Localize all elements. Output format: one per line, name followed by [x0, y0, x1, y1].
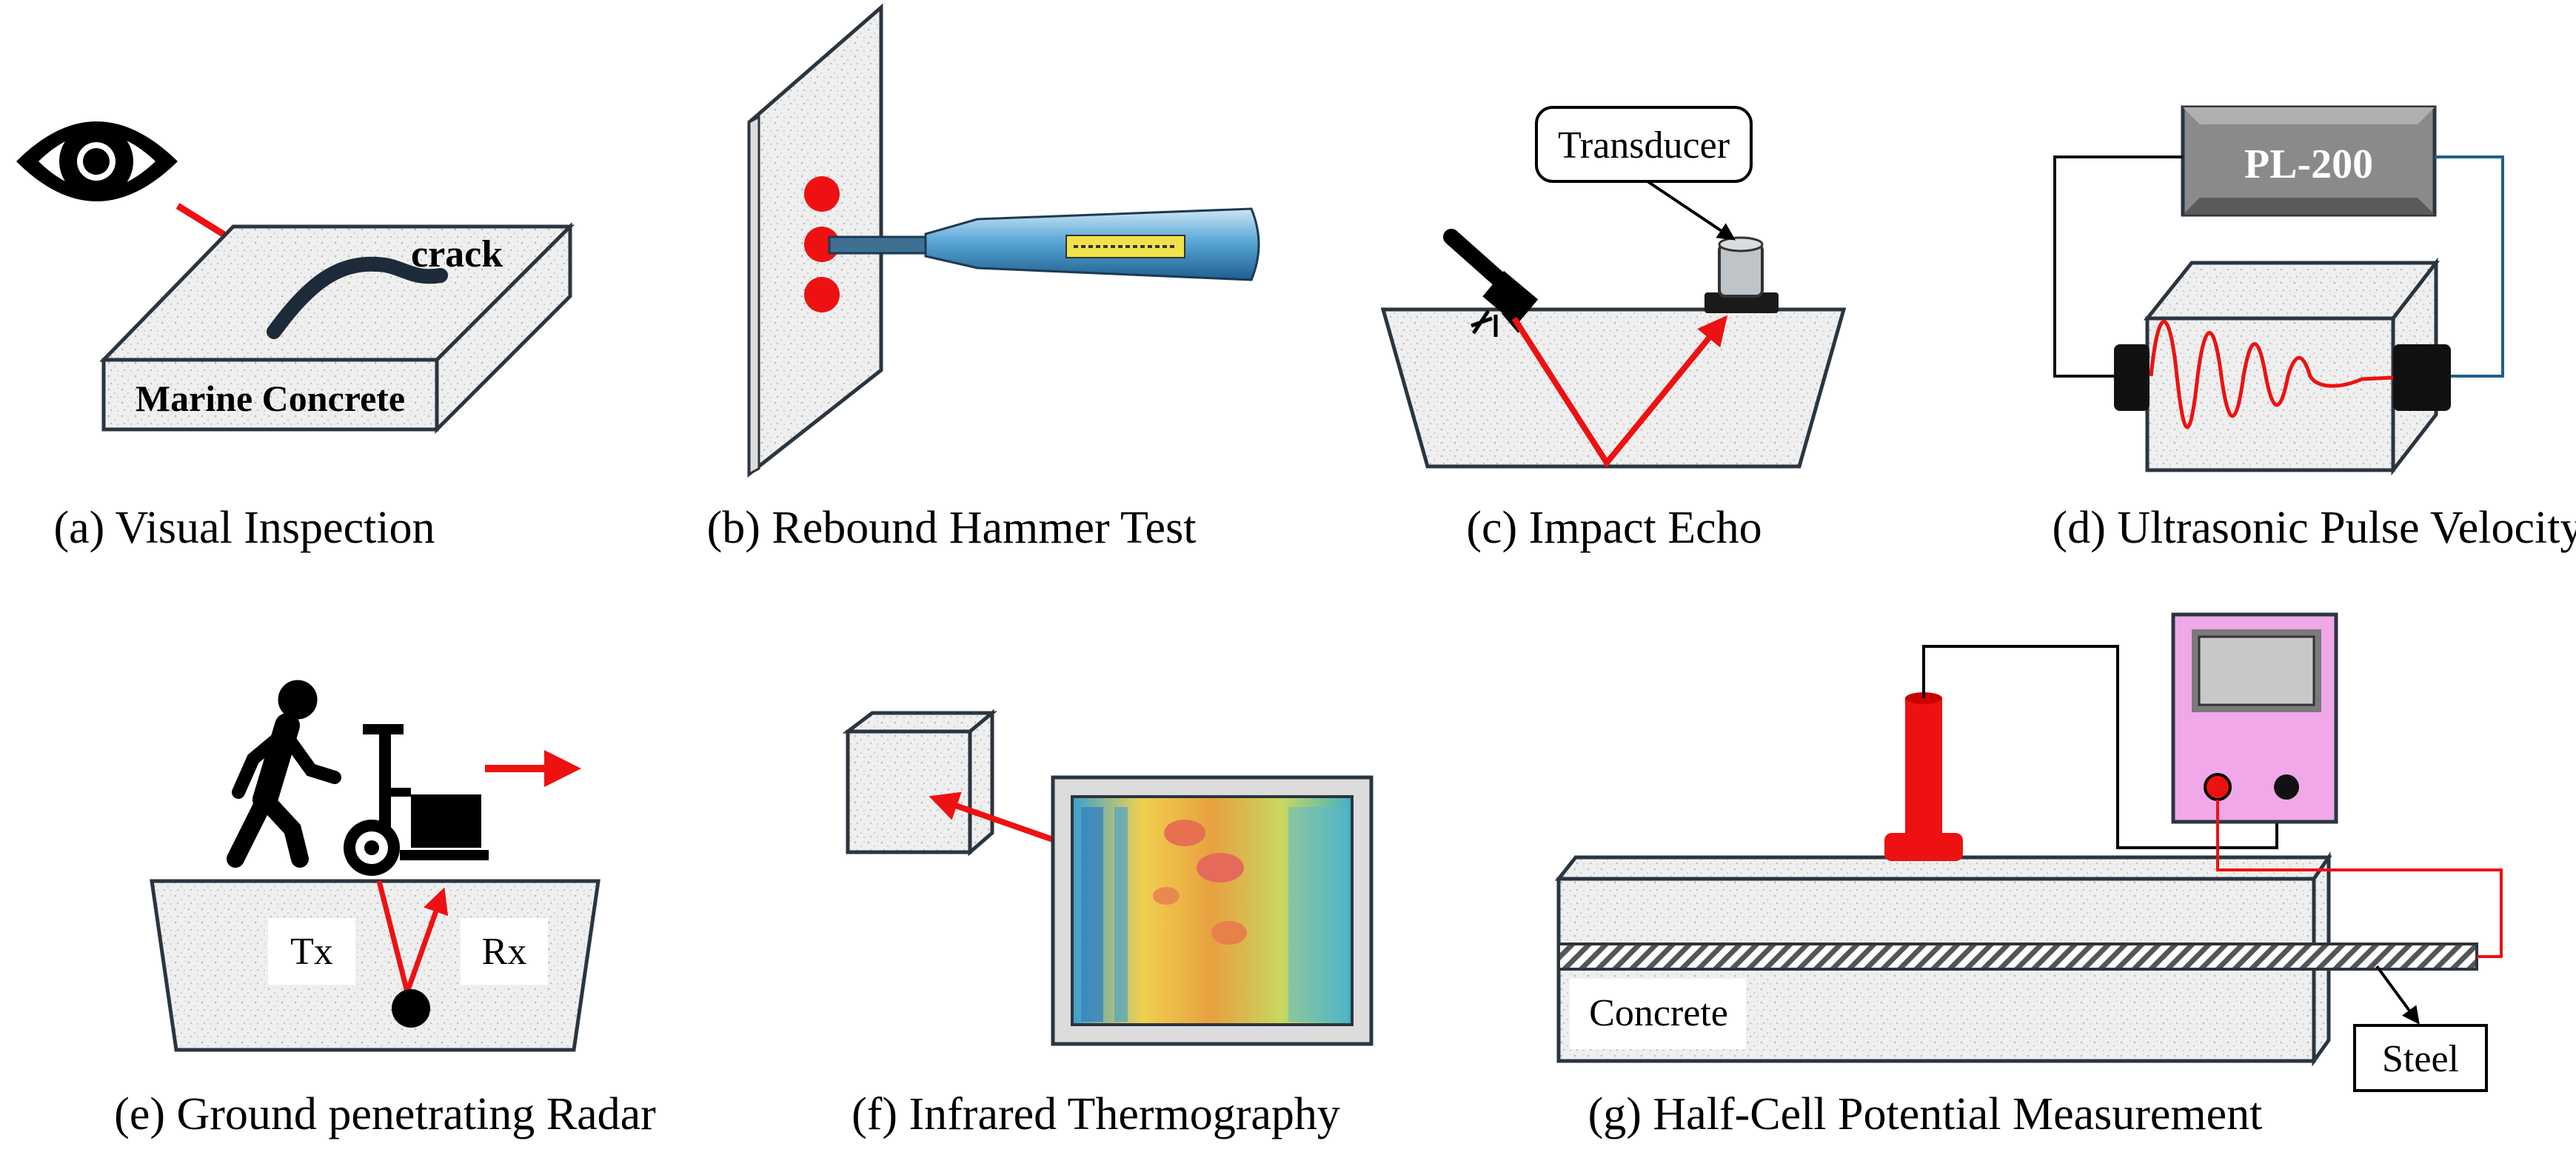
steel-label-box: [2353, 1024, 2488, 1092]
caption-c: (c) Impact Echo: [1466, 503, 1762, 553]
specimen-block: [2143, 257, 2440, 476]
rx-label-box: [461, 918, 548, 985]
transducer-pointer: [1646, 180, 1736, 241]
impact-point: [804, 176, 840, 212]
tx-label-box: [268, 918, 355, 985]
hammer-icon: [1443, 229, 1539, 337]
panel-infrared: (f) Infrared Thermography: [842, 709, 1374, 1139]
buried-target: [392, 989, 430, 1028]
crack-mark: [267, 256, 448, 339]
negative-terminal: [2274, 774, 2299, 800]
caption-f: (f) Infrared Thermography: [852, 1089, 1340, 1139]
impact-point: [804, 277, 840, 312]
receiver-probe: [2393, 344, 2451, 411]
tx-label: Tx: [290, 931, 333, 973]
panel-visual-inspection: crack Marine Concrete (a) Visual Inspect…: [16, 121, 575, 553]
eye-icon: [16, 121, 178, 201]
steel-rebar: [1557, 943, 2478, 971]
concrete-label-box: [1570, 979, 1746, 1049]
steel-wire: [2216, 800, 2503, 958]
slab-label: Marine Concrete: [136, 378, 405, 419]
panel-impact-echo: Transducer (c) Impact Echo: [1380, 106, 1847, 553]
voltmeter-icon: [2171, 612, 2338, 824]
device-label: PL-200: [2244, 141, 2373, 187]
reference-electrode: [1884, 692, 1963, 861]
caption-a: (a) Visual Inspection: [53, 503, 435, 553]
thermal-arrow: [929, 791, 1057, 843]
crack-label: crack: [411, 233, 503, 275]
rx-label: Rx: [482, 931, 527, 973]
concrete-block: [1380, 307, 1847, 469]
pl200-device: [2181, 105, 2437, 217]
transducer-label: Transducer: [1558, 124, 1730, 167]
caption-e: (e) Ground penetrating Radar: [114, 1089, 656, 1139]
panel-gpr: Tx Rx (e) Ground penetrating Radar: [114, 680, 656, 1139]
walking-person-icon: [227, 680, 341, 868]
echo-path: [1511, 315, 1728, 468]
concrete-label: Concrete: [1589, 992, 1728, 1034]
marine-concrete-slab: [99, 221, 575, 435]
right-cable: [2435, 155, 2504, 378]
panel-rebound-hammer: (b) Rebound Hammer Test: [707, 3, 1260, 553]
steel-label: Steel: [2382, 1038, 2459, 1080]
positive-terminal: [2204, 773, 2232, 801]
panel-upv: PL-200 (d) Ultrasonic Pulse Velocity: [2053, 105, 2576, 553]
thermal-image-frame: [1051, 775, 1374, 1046]
caption-d: (d) Ultrasonic Pulse Velocity: [2053, 503, 2576, 553]
rebound-hammer-icon: [828, 207, 1260, 281]
transmitter-probe: [2114, 344, 2150, 411]
transducer-label-box: [1535, 106, 1753, 183]
caption-b: (b) Rebound Hammer Test: [707, 503, 1197, 553]
transducer-icon: [1704, 236, 1779, 313]
electrode-wire: [1922, 645, 2278, 849]
steel-pointer: [2375, 965, 2420, 1025]
test-cube: [842, 709, 997, 857]
panel-half-cell: Concrete Steel (g) Half-Cell Potential M…: [1554, 612, 2503, 1139]
gpr-cart-icon: [344, 724, 489, 876]
caption-g: (g) Half-Cell Potential Measurement: [1588, 1089, 2263, 1139]
left-cable: [2053, 155, 2183, 378]
pulse-wave: [2149, 320, 2394, 429]
